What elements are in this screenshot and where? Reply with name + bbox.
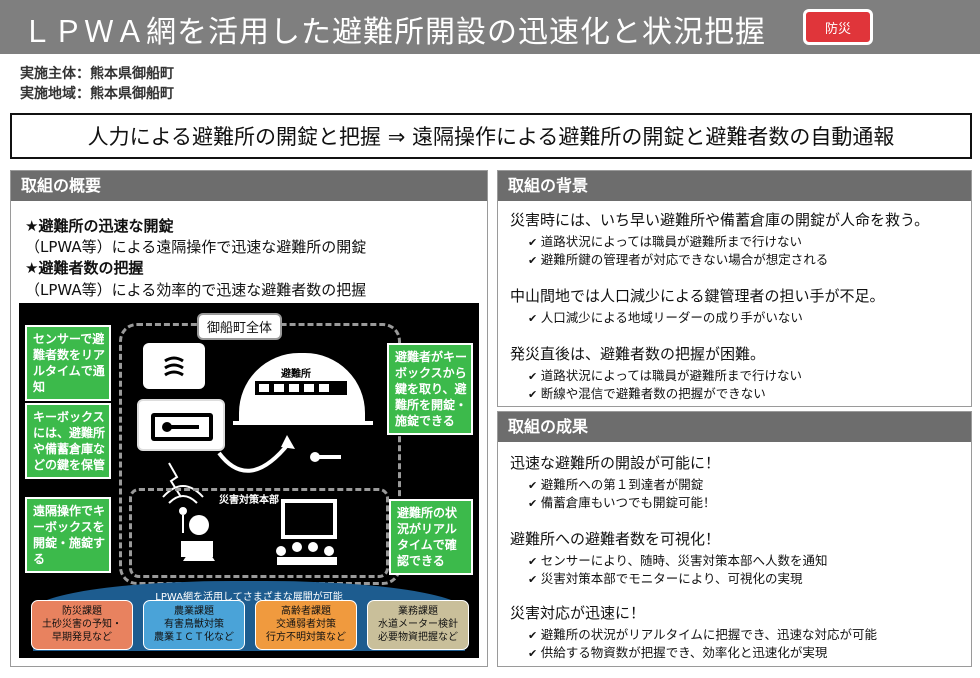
background-lead: 中山間地では人口減少による鍵管理者の担い手が不足。 [510, 287, 885, 305]
task-business: 業務課題 水道メーター検針 必要物資把握など [367, 600, 469, 650]
task-title: 業務課題 [398, 606, 438, 617]
task-line: 水道メーター検針 [378, 619, 458, 630]
background-panel: 取組の背景 災害時には、いち早い避難所や備蓄倉庫の開錠が人命を救う。 道路状況に… [497, 170, 972, 407]
callout-sensor: センサーで避難者数をリアルタイムで通知 [25, 325, 111, 401]
background-check: 断線や混信で避難者数の把握ができない [528, 383, 766, 402]
callout-realtime: 避難所の状況がリアルタイムで確認できる [389, 499, 473, 575]
hq-label: 災害対策本部 [219, 495, 279, 506]
background-check: 人口減少による地域リーダーの成り手がいない [528, 307, 803, 326]
results-lead: 迅速な避難所の開設が可能に！ [510, 454, 721, 472]
results-panel: 取組の成果 迅速な避難所の開設が可能に！ 避難所への第１到達者が開錠 備蓄倉庫も… [497, 411, 972, 667]
title-bar: ＬＰＷＡ網を活用した避難所開設の迅速化と状況把握 防災 [0, 0, 980, 54]
task-title: 防災課題 [62, 606, 102, 617]
background-check: 道路状況によっては職員が避難所まで行けない [528, 365, 802, 384]
overview-item: ★避難者数の把握 [25, 259, 144, 277]
task-line: 有害鳥獣対策 [164, 619, 224, 630]
category-badge: 防災 [803, 9, 873, 45]
results-check: 避難所の状況がリアルタイムに把握でき、迅速な対応が可能 [528, 624, 877, 643]
overview-heading: 取組の概要 [11, 171, 487, 201]
results-check: 災害対策本部でモニターにより、可視化の実現 [528, 568, 803, 587]
overview-panel: 取組の概要 ★避難所の迅速な開錠 （LPWA等）による遠隔操作で迅速な避難所の開… [10, 170, 488, 667]
task-disaster: 防災課題 土砂災害の予知・ 早期発見など [31, 600, 133, 650]
diagram-graphics [162, 381, 373, 565]
task-line: 行方不明対策など [266, 632, 346, 643]
background-check: 避難所鍵の管理者が対応できない場合が想定される [528, 249, 829, 268]
callout-evacuee: 避難者がキーボックスから鍵を取り、避難所を開錠・施錠できる [387, 343, 473, 435]
callout-remote: 遠隔操作でキーボックスを開錠・施錠する [25, 497, 111, 573]
task-title: 高齢者課題 [281, 606, 331, 617]
task-elderly: 高齢者課題 交通弱者対策 行方不明対策など [255, 600, 357, 650]
background-lead: 災害時には、いち早い避難所や備蓄倉庫の開錠が人命を救う。 [510, 211, 930, 229]
expansion-label: LPWA網を活用してさまざまな展開が可能 [155, 592, 343, 603]
building-label: 避難所 [281, 369, 311, 380]
task-agriculture: 農業課題 有害鳥獣対策 農業ＩＣＴ化など [143, 600, 245, 650]
task-line: 交通弱者対策 [276, 619, 336, 630]
task-title: 農業課題 [174, 606, 214, 617]
overview-item: （LPWA等）による効率的で迅速な避難者数の把握 [25, 281, 367, 299]
page-title: ＬＰＷＡ網を活用した避難所開設の迅速化と状況把握 [22, 15, 766, 50]
task-line: 土砂災害の予知・ [42, 619, 122, 630]
hq-boundary [129, 488, 389, 578]
keybox-icon [151, 413, 213, 441]
results-lead: 避難所への避難者数を可視化！ [510, 530, 721, 548]
summary-banner: 人力による避難所の開錠と把握 ⇒ 遠隔操作による避難所の開錠と避難者数の自動通報 [10, 113, 972, 159]
results-check: 供給する物資数が把握でき、効率化と迅速化が実現 [528, 642, 828, 661]
sensor-bubble [143, 343, 205, 389]
results-check: 避難所への第１到達者が開錠 [528, 474, 704, 493]
implementer-line: 実施主体：熊本県御船町 [20, 66, 174, 82]
keybox-bubble [137, 399, 225, 451]
background-heading: 取組の背景 [498, 171, 971, 201]
sensor-icon [164, 356, 184, 377]
system-diagram: 御船町全体 避難所 [19, 303, 479, 658]
results-lead: 災害対応が迅速に！ [510, 604, 646, 622]
task-line: 必要物資把握など [378, 632, 458, 643]
overview-item: ★避難所の迅速な開錠 [25, 217, 174, 235]
callout-keybox: キーボックスには、避難所や備蓄倉庫などの鍵を保管 [25, 403, 111, 479]
results-heading: 取組の成果 [498, 412, 971, 442]
results-check: 備蓄倉庫もいつでも開錠可能！ [528, 492, 716, 511]
overview-item: （LPWA等）による遠隔操作で迅速な避難所の開錠 [25, 238, 367, 256]
area-line: 実施地域：熊本県御船町 [20, 86, 174, 102]
background-lead: 発災直後は、避難者数の把握が困難。 [510, 345, 766, 363]
task-line: 早期発見など [52, 632, 112, 643]
area-label: 御船町全体 [197, 313, 283, 340]
task-line: 農業ＩＣＴ化など [154, 632, 234, 643]
results-check: センサーにより、随時、災害対策本部へ人数を通知 [528, 550, 828, 569]
background-check: 道路状況によっては職員が避難所まで行けない [528, 231, 802, 250]
